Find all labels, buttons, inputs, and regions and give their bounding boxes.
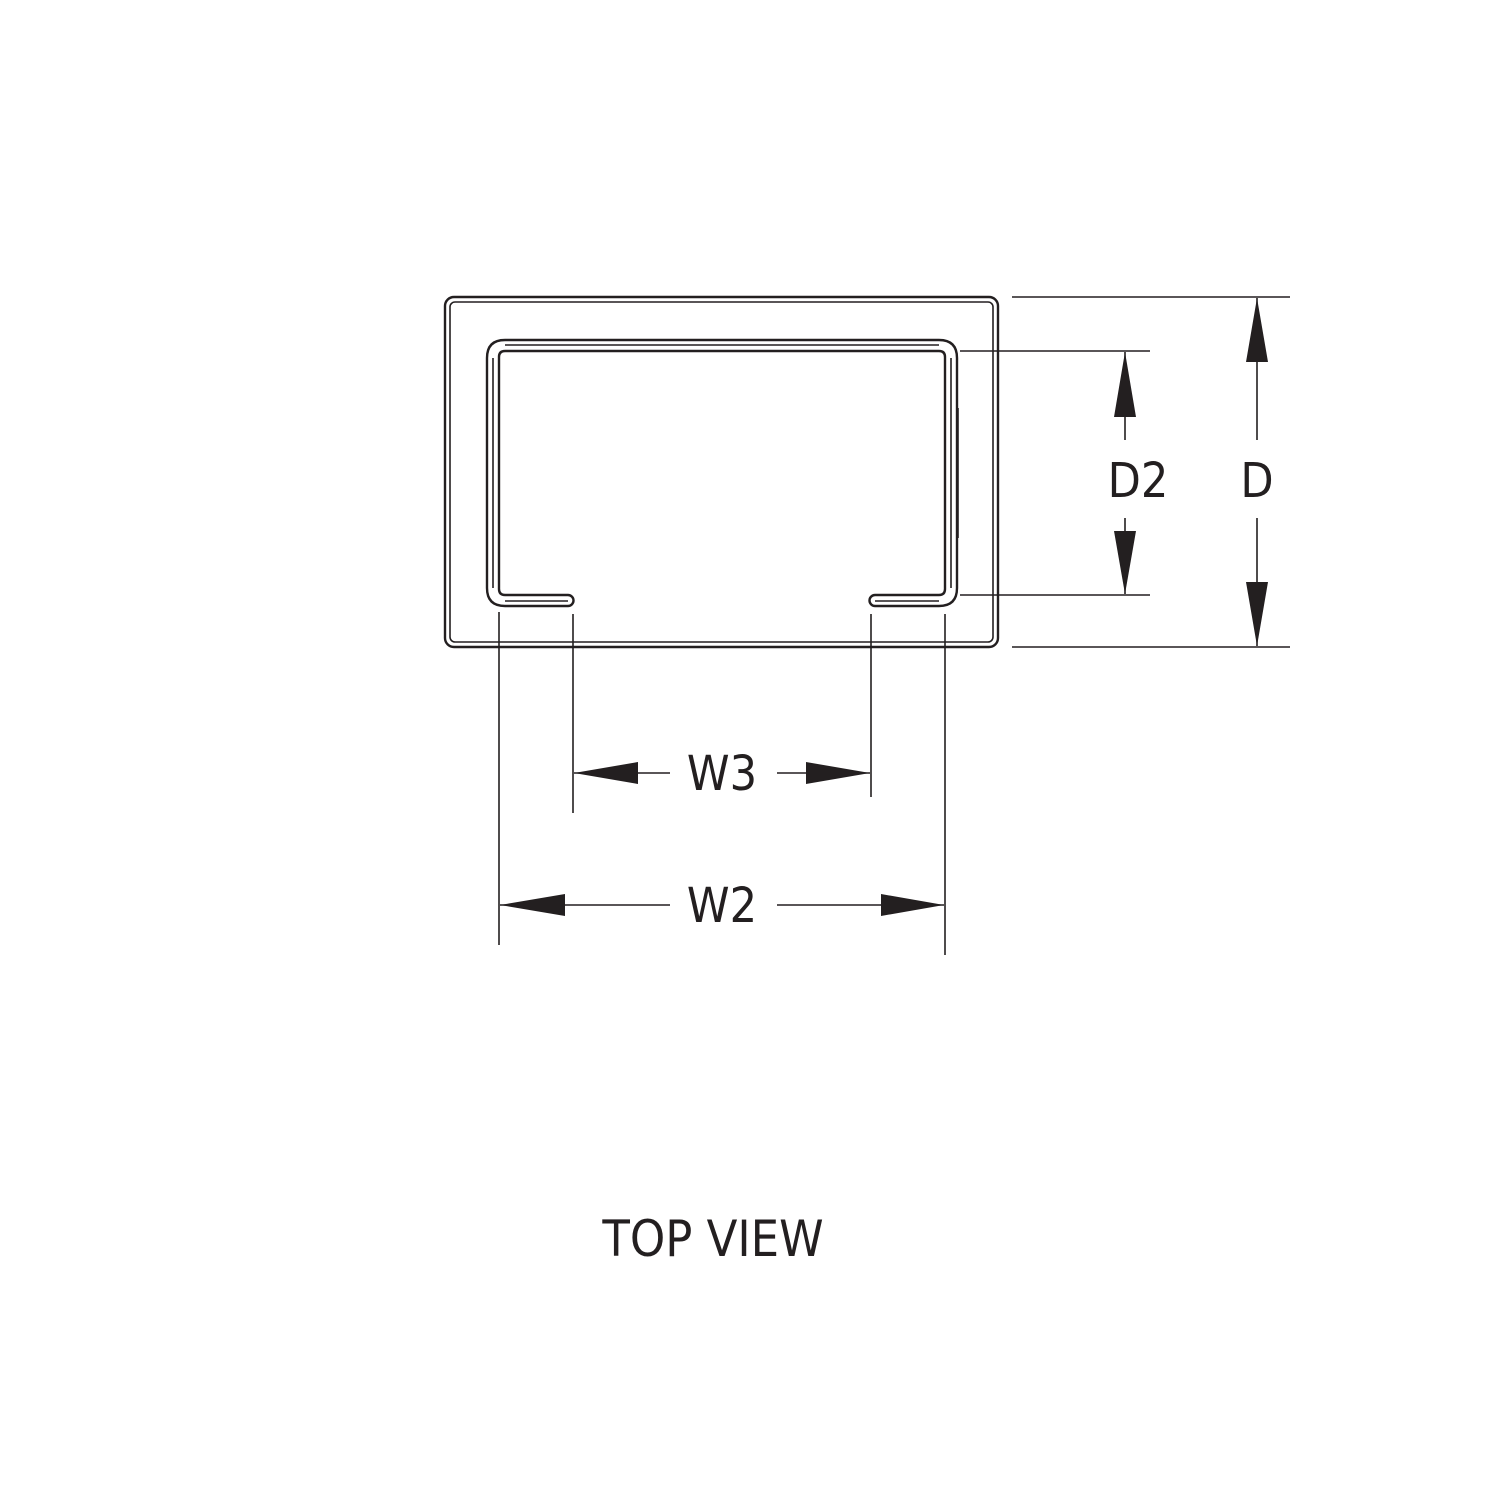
arrow-left-icon (574, 762, 638, 784)
dimension-label-d: D (1240, 453, 1273, 509)
c-channel-profile (485, 338, 959, 608)
dimension-w2: W2 (500, 878, 944, 934)
dimension-label-w3: W3 (687, 746, 757, 802)
dimension-w3: W3 (574, 746, 870, 802)
arrow-down-icon (1246, 582, 1268, 646)
extension-lines (498, 296, 1290, 955)
arrow-right-icon (806, 762, 870, 784)
view-caption: TOP VIEW (601, 1210, 823, 1268)
outer-plate (443, 295, 1000, 649)
dimension-d: D (1240, 298, 1274, 646)
arrow-right-icon (881, 894, 944, 916)
arrow-up-icon (1246, 298, 1268, 362)
dimension-label-w2: W2 (687, 878, 757, 934)
arrow-left-icon (500, 894, 565, 916)
arrow-up-icon (1114, 352, 1136, 417)
dimension-d2: D2 (1108, 352, 1169, 594)
arrow-down-icon (1114, 531, 1136, 594)
dimension-label-d2: D2 (1108, 453, 1169, 509)
